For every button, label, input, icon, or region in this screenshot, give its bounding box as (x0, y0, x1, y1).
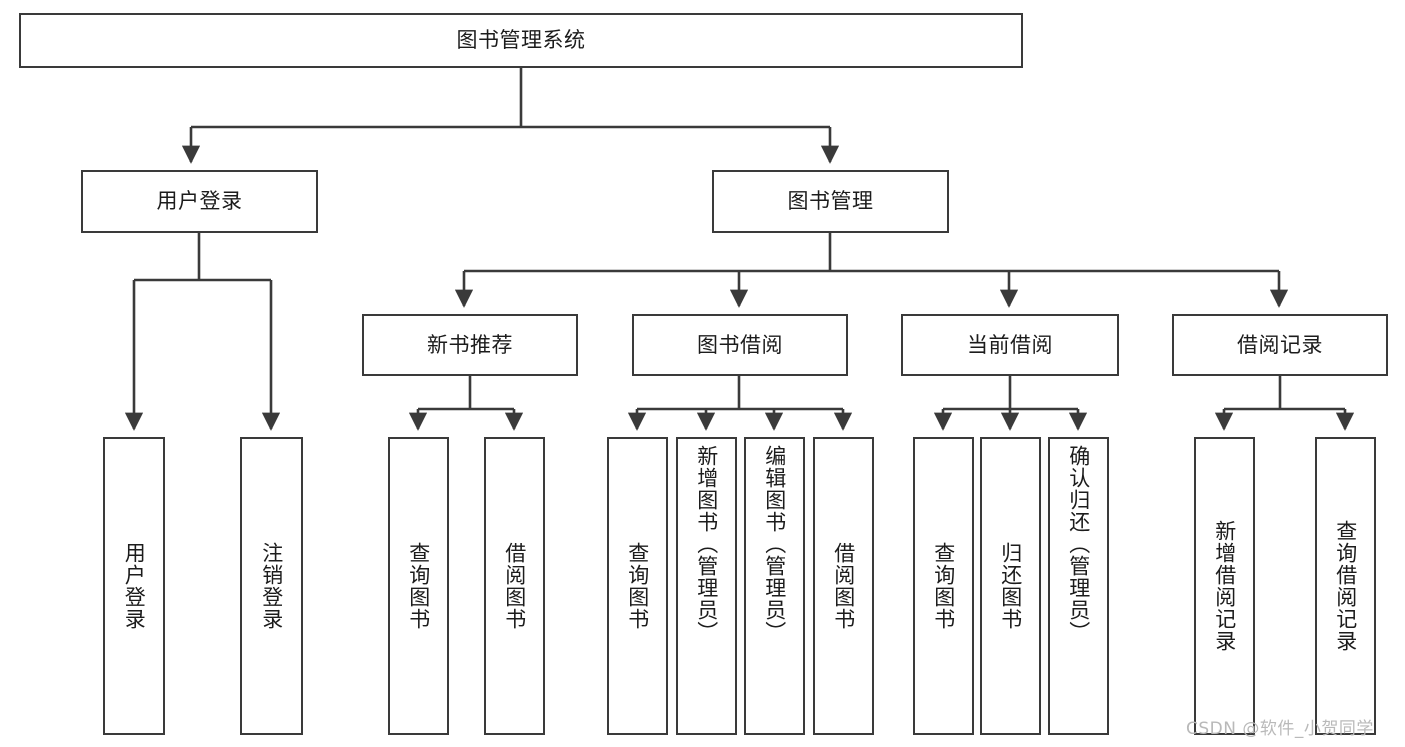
node-leaf-return-book-label: 归还图书 (998, 542, 1023, 630)
node-leaf-query-book-1[interactable]: 查询图书 (388, 437, 449, 735)
node-leaf-add-book-label: 新增图书（管理员） (694, 445, 719, 643)
node-current-borrow[interactable]: 当前借阅 (901, 314, 1119, 376)
node-leaf-borrow-book-2[interactable]: 借阅图书 (813, 437, 874, 735)
node-leaf-confirm-return-label: 确认归还（管理员） (1066, 445, 1091, 643)
node-leaf-user-login-label: 用户登录 (122, 542, 147, 630)
node-new-book-rec[interactable]: 新书推荐 (362, 314, 578, 376)
node-root-label: 图书管理系统 (456, 28, 586, 53)
node-leaf-query-book-2-label: 查询图书 (625, 542, 650, 630)
node-current-borrow-label: 当前借阅 (967, 332, 1053, 357)
node-leaf-add-record-label: 新增借阅记录 (1212, 520, 1237, 652)
node-leaf-query-book-1-label: 查询图书 (406, 542, 431, 630)
node-new-book-rec-label: 新书推荐 (427, 332, 513, 357)
node-leaf-return-book[interactable]: 归还图书 (980, 437, 1041, 735)
node-leaf-query-book-2[interactable]: 查询图书 (607, 437, 668, 735)
node-borrow-record[interactable]: 借阅记录 (1172, 314, 1388, 376)
node-user-login[interactable]: 用户登录 (81, 170, 318, 233)
node-leaf-borrow-book-2-label: 借阅图书 (831, 542, 856, 630)
node-leaf-user-logout[interactable]: 注销登录 (240, 437, 303, 735)
node-leaf-query-record-label: 查询借阅记录 (1333, 520, 1358, 652)
node-leaf-borrow-book-1[interactable]: 借阅图书 (484, 437, 545, 735)
node-leaf-query-record[interactable]: 查询借阅记录 (1315, 437, 1376, 735)
node-leaf-query-book-3[interactable]: 查询图书 (913, 437, 974, 735)
node-book-borrow-label: 图书借阅 (697, 332, 783, 357)
watermark: CSDN @软件_小贺同学 (1186, 719, 1374, 739)
node-book-manage[interactable]: 图书管理 (712, 170, 949, 233)
node-root[interactable]: 图书管理系统 (19, 13, 1023, 68)
node-leaf-borrow-book-1-label: 借阅图书 (502, 542, 527, 630)
node-leaf-user-login[interactable]: 用户登录 (103, 437, 165, 735)
node-leaf-add-record[interactable]: 新增借阅记录 (1194, 437, 1255, 735)
node-book-borrow[interactable]: 图书借阅 (632, 314, 848, 376)
node-borrow-record-label: 借阅记录 (1237, 332, 1323, 357)
node-book-manage-label: 图书管理 (787, 189, 874, 214)
node-leaf-user-logout-label: 注销登录 (259, 542, 284, 630)
node-leaf-query-book-3-label: 查询图书 (931, 542, 956, 630)
node-leaf-edit-book-label: 编辑图书（管理员） (762, 445, 787, 643)
node-leaf-confirm-return[interactable]: 确认归还（管理员） (1048, 437, 1109, 735)
node-user-login-label: 用户登录 (156, 189, 243, 214)
node-leaf-add-book[interactable]: 新增图书（管理员） (676, 437, 737, 735)
node-leaf-edit-book[interactable]: 编辑图书（管理员） (744, 437, 805, 735)
